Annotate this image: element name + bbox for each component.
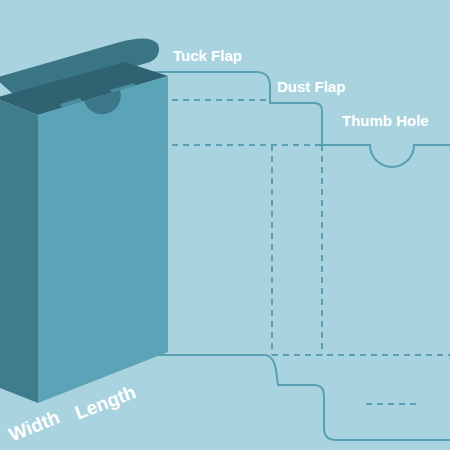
- box-illustration: [0, 38, 168, 403]
- cut-line: [130, 355, 450, 440]
- fold-line: [366, 403, 420, 405]
- box-side: [0, 98, 38, 403]
- fold-lines: [150, 100, 450, 404]
- fold-line: [150, 144, 322, 146]
- thumb-hole: [84, 90, 121, 114]
- dimension-label: Length: [72, 381, 139, 424]
- fold-line: [272, 354, 450, 356]
- dieline: [130, 72, 450, 440]
- cut-line: [150, 72, 450, 167]
- part-label: Dust Flap: [277, 78, 345, 96]
- box-front: [38, 76, 168, 403]
- dimension-label: Width: [6, 406, 63, 446]
- fold-line: [321, 145, 323, 355]
- part-label: Tuck Flap: [173, 47, 242, 65]
- fold-line: [271, 145, 273, 355]
- part-label: Thumb Hole: [342, 112, 429, 130]
